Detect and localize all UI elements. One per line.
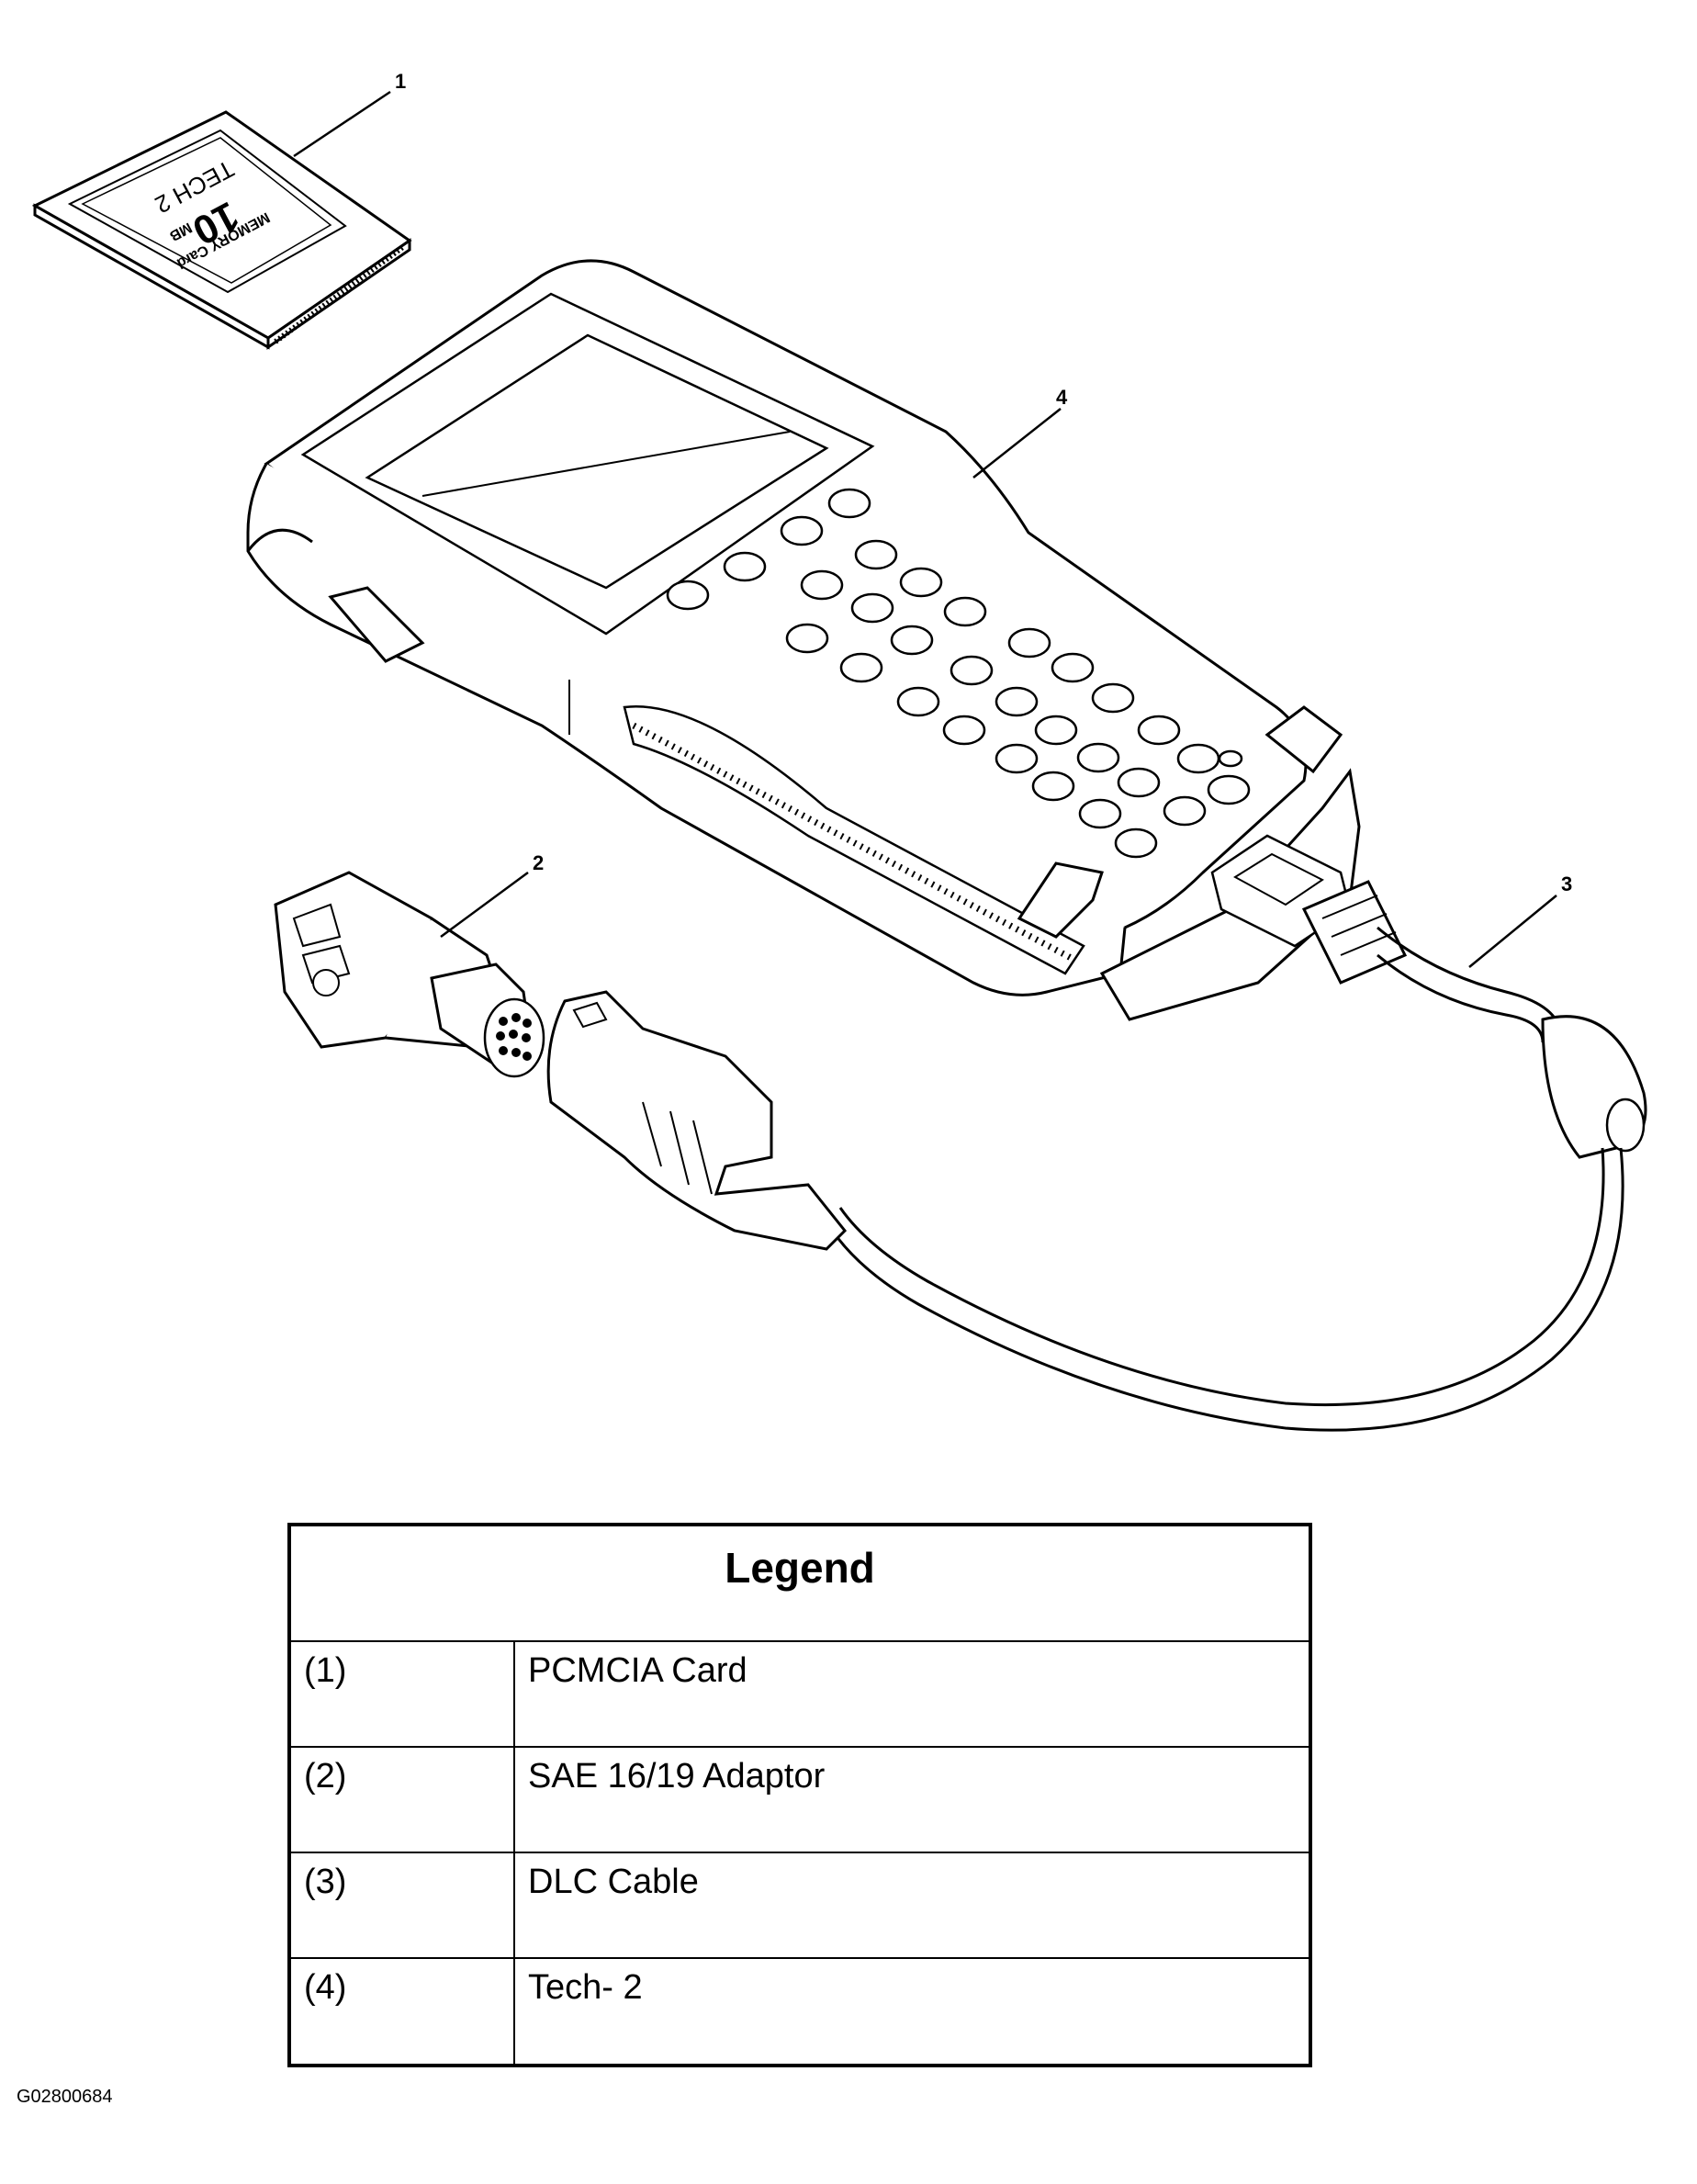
legend-table: Legend (1) PCMCIA Card (2) SAE 16/19 Ada… bbox=[287, 1523, 1312, 2067]
legend-description: SAE 16/19 Adaptor bbox=[528, 1757, 826, 1796]
tech2-device bbox=[246, 259, 1361, 1021]
legend-number: (4) bbox=[291, 1959, 515, 2065]
adaptor-pins bbox=[496, 1013, 532, 1061]
callout-4: 4 bbox=[1056, 386, 1068, 409]
legend-number: (1) bbox=[291, 1642, 515, 1746]
legend-row: (1) PCMCIA Card bbox=[291, 1642, 1309, 1748]
legend-number: (2) bbox=[291, 1748, 515, 1852]
sae-adaptor bbox=[274, 871, 545, 1078]
legend-description: Tech- 2 bbox=[528, 1968, 643, 2007]
legend-row: (3) DLC Cable bbox=[291, 1853, 1309, 1959]
tech2-exploded-illustration: TECH 2 10 MB MEMORY Card bbox=[31, 70, 1647, 1432]
callout-3: 3 bbox=[1561, 872, 1572, 895]
legend-description: DLC Cable bbox=[528, 1863, 699, 1901]
legend-row: (4) Tech- 2 bbox=[291, 1959, 1309, 2065]
pcmcia-card: TECH 2 10 MB MEMORY Card bbox=[31, 110, 412, 350]
callout-1: 1 bbox=[395, 70, 406, 93]
legend-header: Legend bbox=[291, 1526, 1309, 1642]
callout-2: 2 bbox=[533, 851, 544, 874]
legend-title: Legend bbox=[725, 1544, 875, 1592]
legend-number: (3) bbox=[291, 1853, 515, 1957]
figure-code: G02800684 bbox=[17, 2087, 113, 2107]
legend-row: (2) SAE 16/19 Adaptor bbox=[291, 1748, 1309, 1853]
keypad bbox=[666, 488, 1251, 859]
leader-lines bbox=[293, 90, 1557, 968]
dlc-cable bbox=[546, 880, 1647, 1432]
legend-description: PCMCIA Card bbox=[528, 1651, 747, 1690]
